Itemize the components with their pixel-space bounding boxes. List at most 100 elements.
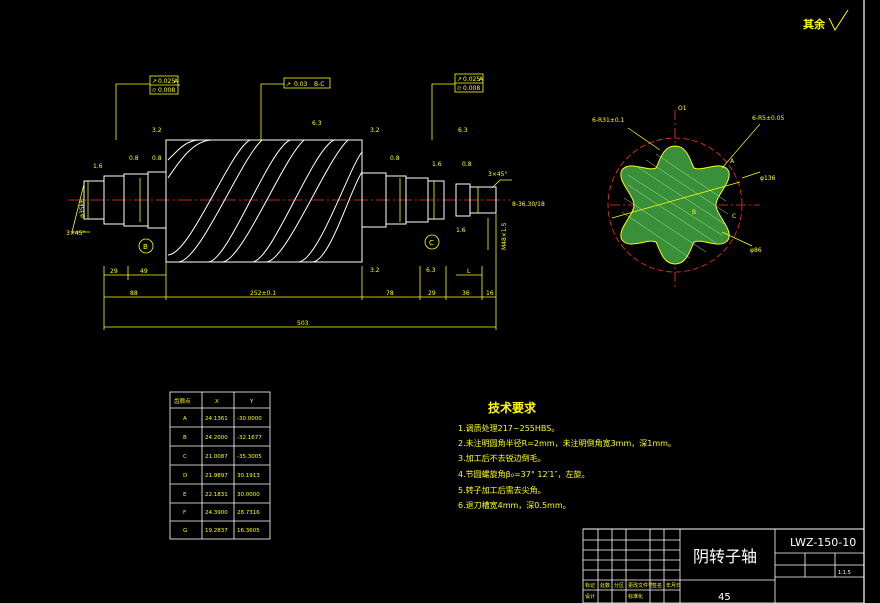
svg-text:A: A [730, 158, 735, 165]
svg-text:B: B [143, 243, 148, 251]
svg-text:签名: 签名 [652, 582, 662, 589]
svg-text:36: 36 [462, 290, 470, 297]
svg-text:E: E [183, 492, 187, 498]
dimension-lines [71, 83, 512, 330]
svg-text:29: 29 [428, 290, 436, 297]
datum-b: B [138, 238, 154, 254]
svg-text:-32.1677: -32.1677 [237, 435, 262, 441]
svg-text:Y: Y [249, 399, 254, 405]
svg-text:22.1831: 22.1831 [205, 492, 228, 498]
svg-text:30.1913: 30.1913 [237, 473, 260, 479]
drawing-number: LWZ-150-10 [790, 536, 856, 549]
svg-text:3.2: 3.2 [152, 127, 162, 134]
svg-text:6-R5±0.05: 6-R5±0.05 [752, 115, 785, 122]
svg-text:B: B [183, 435, 187, 441]
svg-text:L: L [467, 268, 471, 275]
svg-text:0.03: 0.03 [294, 81, 308, 88]
svg-text:φ136: φ136 [760, 175, 776, 182]
svg-text:0.8: 0.8 [152, 155, 162, 162]
tolerance-frame-right: ↗ 0.025 A ⌭ 0.008 [454, 73, 484, 93]
svg-text:6.3: 6.3 [458, 127, 468, 134]
right-keyway-label: 8-36.30/18 [512, 201, 545, 208]
rotor-body [165, 139, 363, 263]
tolerance-frame-helix: ↗ 0.03 B-C [283, 77, 331, 89]
svg-text:0.8: 0.8 [462, 161, 472, 168]
svg-text:78: 78 [386, 290, 394, 297]
svg-text:6-R31±0.1: 6-R31±0.1 [592, 117, 625, 124]
svg-text:19.2837: 19.2837 [205, 528, 228, 534]
svg-text:↗: ↗ [152, 78, 157, 85]
svg-text:2.未注明圆角半径R=2mm，未注明倒角宽3mm，深1mm。: 2.未注明圆角半径R=2mm，未注明倒角宽3mm，深1mm。 [458, 438, 676, 448]
svg-text:3.2: 3.2 [370, 127, 380, 134]
svg-text:更改文件号: 更改文件号 [628, 582, 653, 589]
svg-text:φ86: φ86 [750, 247, 762, 254]
svg-text:0.8: 0.8 [129, 155, 139, 162]
svg-text:252±0.1: 252±0.1 [250, 290, 276, 297]
svg-text:24.3900: 24.3900 [205, 510, 228, 516]
svg-text:A: A [479, 76, 484, 83]
svg-text:-35.3005: -35.3005 [237, 454, 262, 460]
svg-text:1.6: 1.6 [93, 163, 103, 170]
svg-text:A: A [183, 416, 187, 422]
svg-text:标准化: 标准化 [628, 593, 643, 600]
svg-text:0.008: 0.008 [158, 87, 175, 94]
rotor-cross-section: 6-R31±0.1 6-R5±0.05 φ136 φ86 O1 A B C [592, 105, 785, 290]
axial-dims: 29 49 88 252±0.1 78 29 36 16 503 L [110, 268, 494, 327]
helical-lobes [167, 139, 363, 263]
svg-text:⌭: ⌭ [152, 87, 157, 94]
roughness-marks: 3.2 6.3 1.6 0.8 0.8 3.2 0.8 1.6 0.8 6.3 … [93, 120, 472, 274]
svg-text:分区: 分区 [614, 582, 624, 589]
svg-text:↗: ↗ [457, 76, 462, 83]
table-text: 齿廓点 X Y A 24.1361 -30.0000 B 24.2000 -32… [174, 397, 262, 534]
svg-text:A: A [174, 78, 179, 85]
svg-text:21.0087: 21.0087 [205, 454, 228, 460]
svg-text:16.3605: 16.3605 [237, 528, 260, 534]
tolerance-frame-left: ↗ 0.025 A ⌭ 0.008 [149, 75, 180, 95]
part-name: 阴转子轴 [693, 547, 757, 566]
svg-text:4.节圆螺旋角β₀=37° 12′1″，左旋。: 4.节圆螺旋角β₀=37° 12′1″，左旋。 [458, 469, 589, 479]
svg-text:30.0000: 30.0000 [237, 492, 260, 498]
svg-text:F: F [183, 510, 186, 516]
right-chamfer-label: 3×45° [488, 171, 507, 178]
shaft-view [68, 139, 510, 263]
svg-text:B-C: B-C [314, 81, 324, 88]
svg-text:0.008: 0.008 [463, 85, 480, 92]
svg-text:B: B [692, 209, 696, 216]
svg-text:6.3: 6.3 [426, 267, 436, 274]
right-shaft-end [469, 186, 497, 214]
svg-text:6.退刀槽宽4mm，深0.5mm。: 6.退刀槽宽4mm，深0.5mm。 [458, 500, 571, 510]
datum-c: C [424, 234, 440, 250]
svg-text:88: 88 [130, 290, 138, 297]
svg-text:24.1361: 24.1361 [205, 416, 228, 422]
svg-text:5.转子加工后需去尖角。: 5.转子加工后需去尖角。 [458, 485, 546, 495]
svg-text:1.6: 1.6 [456, 227, 466, 234]
svg-text:标记: 标记 [585, 582, 595, 589]
svg-text:0.025: 0.025 [158, 78, 175, 85]
technical-requirements: 技术要求 1.调质处理217~255HBS。 2.未注明圆角半径R=2mm，未注… [458, 400, 676, 510]
roughness-icon [828, 9, 849, 32]
svg-text:D: D [183, 473, 187, 479]
svg-text:16: 16 [486, 290, 494, 297]
title-block [582, 528, 865, 603]
svg-text:O1: O1 [678, 105, 687, 112]
svg-text:C: C [183, 454, 187, 460]
svg-text:3.加工后不去锐边倒毛。: 3.加工后不去锐边倒毛。 [458, 453, 546, 463]
right-thread-label: M48×1.5 [501, 222, 508, 250]
svg-text:0.025: 0.025 [463, 76, 480, 83]
scale-value: 1:1.5 [838, 570, 851, 576]
svg-text:24.2000: 24.2000 [205, 435, 228, 441]
svg-text:X: X [215, 399, 219, 405]
svg-text:G: G [183, 528, 187, 534]
svg-text:-30.0000: -30.0000 [237, 416, 262, 422]
svg-text:⌭: ⌭ [457, 85, 462, 92]
svg-text:C: C [732, 213, 736, 220]
svg-text:处数: 处数 [600, 582, 610, 589]
title-block-text: 阴转子轴 LWZ-150-10 1:1.5 45 标记 处数 分区 更改文件号 … [585, 536, 856, 603]
right-shaft-4 [427, 180, 445, 220]
svg-text:49: 49 [140, 268, 148, 275]
tech-req-title: 技术要求 [488, 400, 537, 415]
svg-text:21.9897: 21.9897 [205, 473, 228, 479]
left-dia-label: φ35k6 [79, 199, 86, 218]
svg-text:1.调质处理217~255HBS。: 1.调质处理217~255HBS。 [458, 423, 559, 433]
